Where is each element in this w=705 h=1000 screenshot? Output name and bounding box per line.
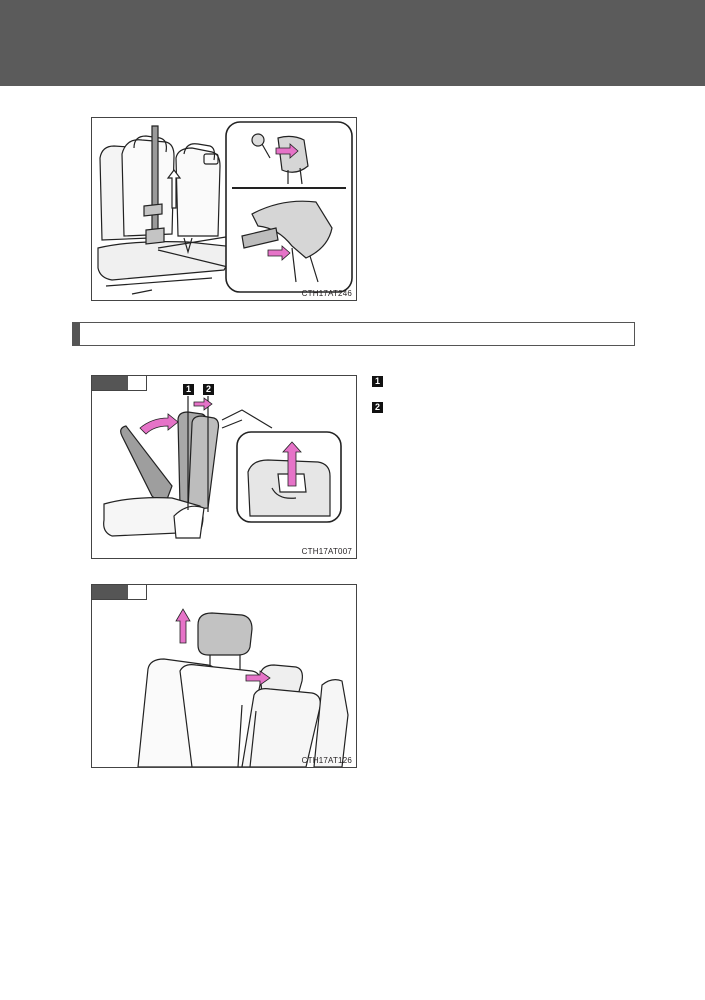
legend-badge-1: 1	[372, 376, 383, 387]
step-tab	[92, 376, 147, 391]
section-header-bar	[72, 322, 635, 346]
step-tab	[92, 585, 147, 600]
headrest-figure: CTH17AT126	[91, 584, 357, 768]
section-header-edge	[73, 323, 80, 345]
callout-1: 1	[183, 384, 194, 395]
seatbelt-figure: CTH17AT246	[91, 117, 357, 301]
headrest-illustration	[137, 608, 349, 767]
figure-code: CTH17AT126	[301, 756, 352, 765]
callout-2: 2	[203, 384, 214, 395]
figure-code: CTH17AT246	[301, 289, 352, 298]
seatbelt-illustration	[97, 121, 353, 295]
header-bar	[0, 0, 705, 86]
seat-folding-figure: 1 2 CTH17AT007	[91, 375, 357, 559]
legend-badge-2: 2	[372, 402, 383, 413]
seat-folding-illustration	[103, 396, 342, 539]
figure-code: CTH17AT007	[301, 547, 352, 556]
